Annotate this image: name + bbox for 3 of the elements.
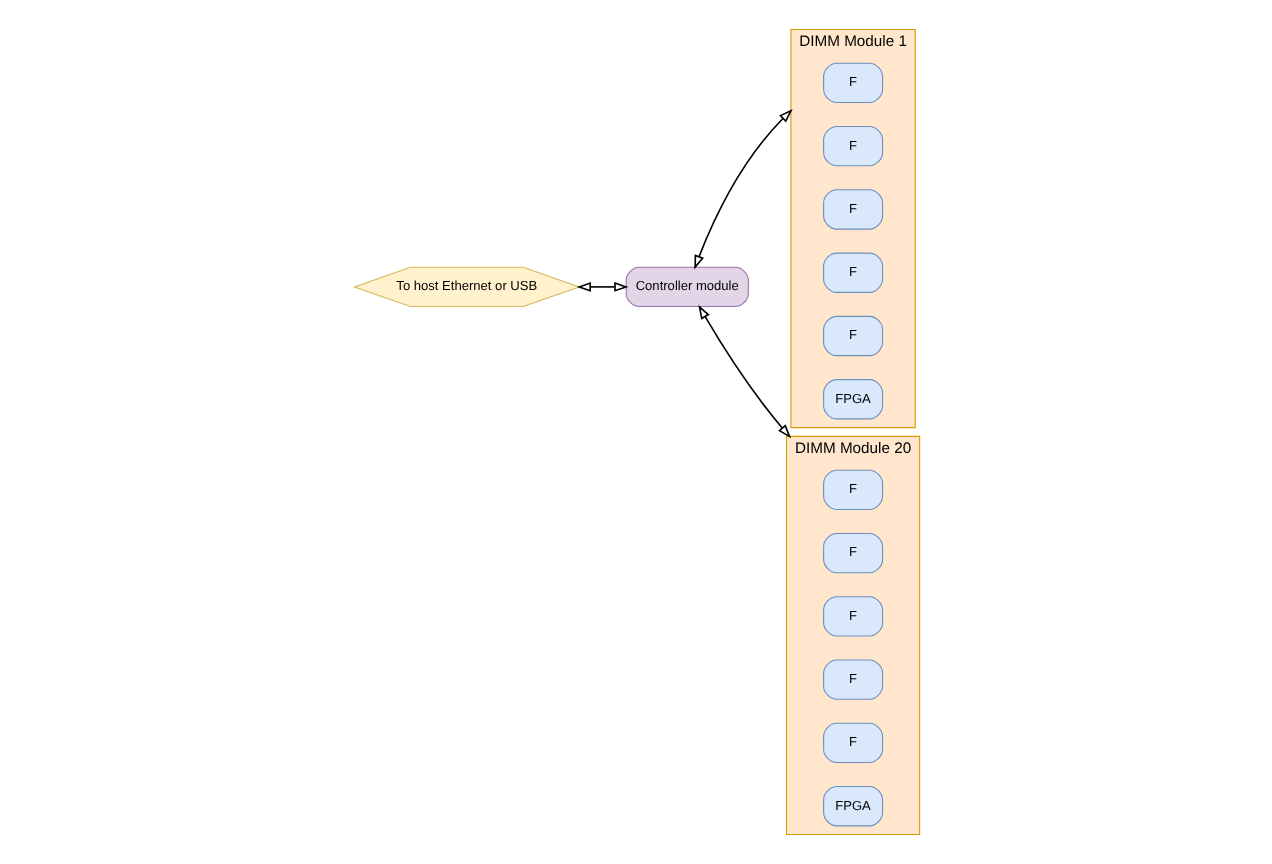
arrow [575,281,628,292]
arrow [697,304,791,439]
arrow [693,109,792,270]
